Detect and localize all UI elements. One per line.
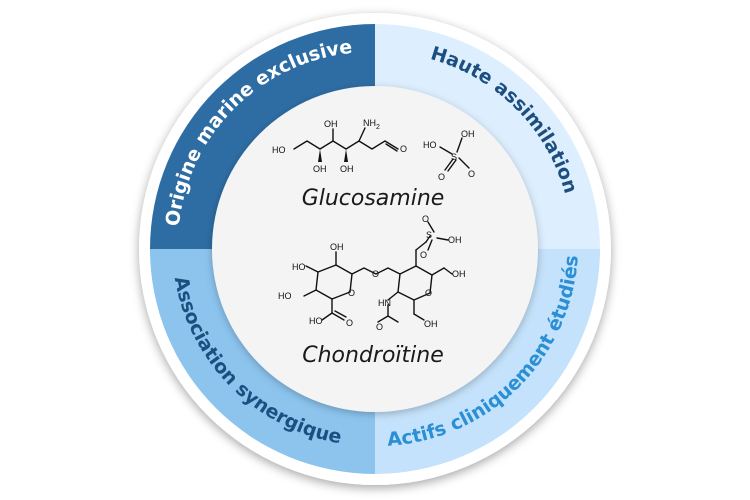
glucosamine-name: Glucosamine <box>302 186 445 211</box>
svg-text:O: O <box>468 169 475 179</box>
svg-text:HO: HO <box>292 262 306 272</box>
svg-text:OH: OH <box>448 235 462 245</box>
svg-text:OH: OH <box>452 269 466 279</box>
svg-text:HO: HO <box>309 316 323 326</box>
svg-text:OH: OH <box>324 119 338 129</box>
svg-text:S: S <box>426 230 432 240</box>
svg-text:O: O <box>420 250 427 260</box>
svg-text:OH: OH <box>461 129 475 139</box>
svg-text:HN: HN <box>378 298 391 308</box>
svg-text:NH2: NH2 <box>363 118 380 131</box>
svg-text:O: O <box>346 318 353 328</box>
chondroitine-name: Chondroïtine <box>302 343 444 368</box>
svg-text:O: O <box>348 288 355 298</box>
center-disc <box>212 86 538 412</box>
sulfuric-acid-structure: HO S OH O O <box>423 129 475 182</box>
svg-text:OH: OH <box>340 164 354 174</box>
svg-text:OH: OH <box>313 164 327 174</box>
svg-text:HO: HO <box>272 145 286 155</box>
glucosamine-structure: HO OH OH OH NH2 O <box>272 118 407 174</box>
svg-text:OH: OH <box>424 319 438 329</box>
chondroitine-structure: HO OH HO HO O O O O OH HN O OH S O OH O <box>278 214 466 332</box>
svg-text:OH: OH <box>330 242 344 252</box>
svg-text:O: O <box>425 288 432 298</box>
svg-text:O: O <box>400 144 407 154</box>
svg-text:HO: HO <box>423 140 437 150</box>
svg-text:HO: HO <box>278 291 292 301</box>
svg-text:O: O <box>438 172 445 182</box>
svg-text:O: O <box>422 214 429 224</box>
svg-text:O: O <box>376 322 383 332</box>
svg-text:S: S <box>451 152 457 162</box>
svg-text:O: O <box>372 269 379 279</box>
